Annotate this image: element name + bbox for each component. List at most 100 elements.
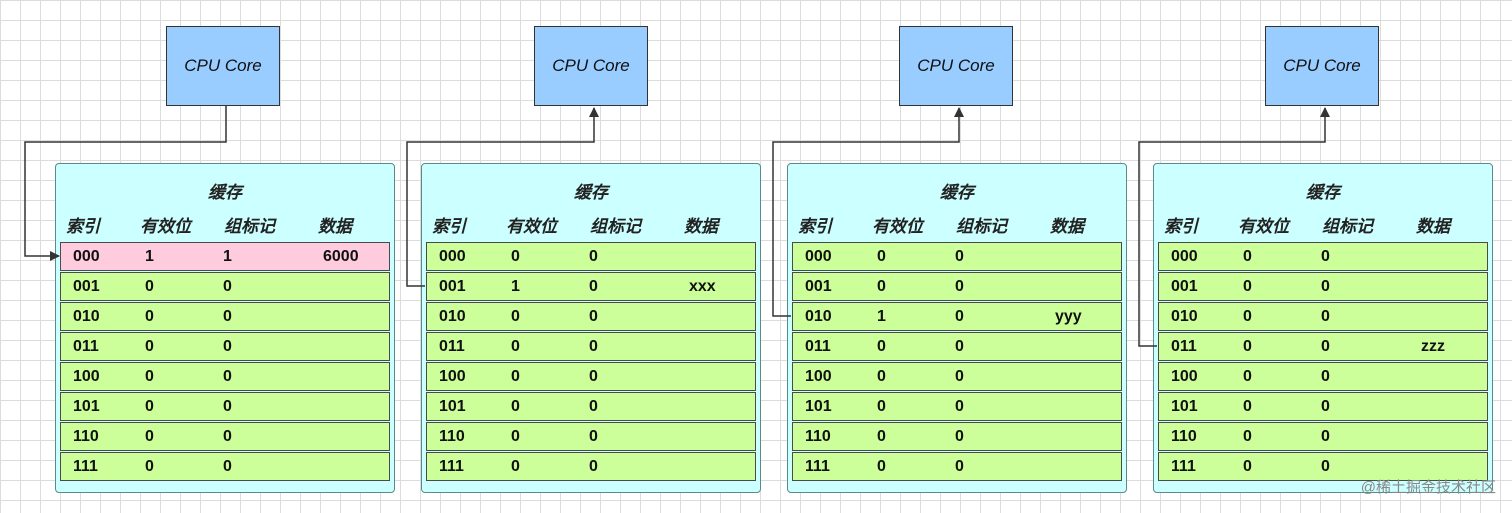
cache-line-row: 011 0 0 <box>426 332 756 361</box>
valid-bit-cell: 0 <box>877 368 886 385</box>
column-header: 有效位 <box>1238 217 1289 236</box>
cpu-core-box: CPU Core <box>1265 26 1379 106</box>
tag-cell: 0 <box>1321 278 1330 295</box>
valid-bit-cell: 0 <box>877 428 886 445</box>
tag-cell: 0 <box>1321 248 1330 265</box>
column-header: 数据 <box>1050 217 1084 236</box>
index-cell: 110 <box>1171 428 1197 445</box>
index-cell: 111 <box>439 458 464 475</box>
index-cell: 100 <box>805 368 832 385</box>
tag-cell: 0 <box>223 278 232 295</box>
cpu-core-box: CPU Core <box>166 26 280 106</box>
watermark: @稀土掘金技术社区 <box>1360 479 1496 496</box>
index-cell: 001 <box>439 278 466 295</box>
valid-bit-cell: 0 <box>511 308 520 325</box>
tag-cell: 0 <box>589 458 598 475</box>
cache-line-row: 100 0 0 <box>426 362 756 391</box>
index-cell: 101 <box>439 398 466 415</box>
tag-cell: 0 <box>1321 398 1330 415</box>
index-cell: 100 <box>439 368 466 385</box>
tag-cell: 0 <box>955 458 964 475</box>
index-cell: 100 <box>1171 368 1198 385</box>
cache-line-row: 110 0 0 <box>426 422 756 451</box>
connector-arrow <box>1138 107 1330 347</box>
tag-cell: 1 <box>223 248 232 265</box>
valid-bit-cell: 0 <box>877 278 886 295</box>
tag-cell: 0 <box>223 458 232 475</box>
valid-bit-cell: 0 <box>511 338 520 355</box>
valid-bit-cell: 0 <box>1243 248 1252 265</box>
tag-cell: 0 <box>223 338 232 355</box>
data-cell: yyy <box>1055 308 1082 325</box>
valid-bit-cell: 0 <box>1243 368 1252 385</box>
cache-line-row: 111 0 0 <box>426 452 756 481</box>
index-cell: 001 <box>73 278 100 295</box>
valid-bit-cell: 0 <box>1243 428 1252 445</box>
column-header: 索引 <box>798 217 832 236</box>
cache-title: 缓存 <box>574 183 608 202</box>
tag-cell: 0 <box>589 308 598 325</box>
valid-bit-cell: 0 <box>511 368 520 385</box>
column-header: 有效位 <box>506 217 557 236</box>
cpu-core-box: CPU Core <box>899 26 1013 106</box>
valid-bit-cell: 0 <box>511 248 520 265</box>
tag-cell: 0 <box>1321 368 1330 385</box>
index-cell: 001 <box>805 278 832 295</box>
tag-cell: 0 <box>955 428 964 445</box>
valid-bit-cell: 0 <box>511 428 520 445</box>
column-header: 有效位 <box>872 217 923 236</box>
valid-bit-cell: 0 <box>511 458 520 475</box>
connector-arrow <box>24 106 227 261</box>
index-cell: 110 <box>439 428 465 445</box>
index-cell: 000 <box>73 248 100 265</box>
tag-cell: 0 <box>589 368 598 385</box>
index-cell: 111 <box>805 458 830 475</box>
data-cell: 6000 <box>323 248 359 265</box>
index-cell: 100 <box>73 368 100 385</box>
tag-cell: 0 <box>955 308 964 325</box>
column-header: 数据 <box>1416 217 1450 236</box>
valid-bit-cell: 0 <box>877 398 886 415</box>
index-cell: 011 <box>439 338 465 355</box>
cpu-core-label: CPU Core <box>1283 56 1361 75</box>
column-header: 组标记 <box>590 217 641 236</box>
valid-bit-cell: 0 <box>1243 458 1252 475</box>
index-cell: 000 <box>805 248 832 265</box>
tag-cell: 0 <box>1321 308 1330 325</box>
tag-cell: 0 <box>589 338 598 355</box>
index-cell: 010 <box>439 308 466 325</box>
index-cell: 010 <box>805 308 832 325</box>
connector-arrow <box>406 107 599 287</box>
valid-bit-cell: 0 <box>877 458 886 475</box>
tag-cell: 0 <box>223 308 232 325</box>
valid-bit-cell: 0 <box>1243 278 1252 295</box>
valid-bit-cell: 0 <box>145 398 154 415</box>
cache-title: 缓存 <box>1306 183 1340 202</box>
tag-cell: 0 <box>223 398 232 415</box>
tag-cell: 0 <box>589 428 598 445</box>
tag-cell: 0 <box>955 398 964 415</box>
valid-bit-cell: 0 <box>877 248 886 265</box>
cpu-core-box: CPU Core <box>534 26 648 106</box>
connector-arrow <box>772 107 964 317</box>
cache-line-row: 111 0 0 <box>792 452 1122 481</box>
valid-bit-cell: 0 <box>1243 398 1252 415</box>
index-cell: 011 <box>73 338 99 355</box>
